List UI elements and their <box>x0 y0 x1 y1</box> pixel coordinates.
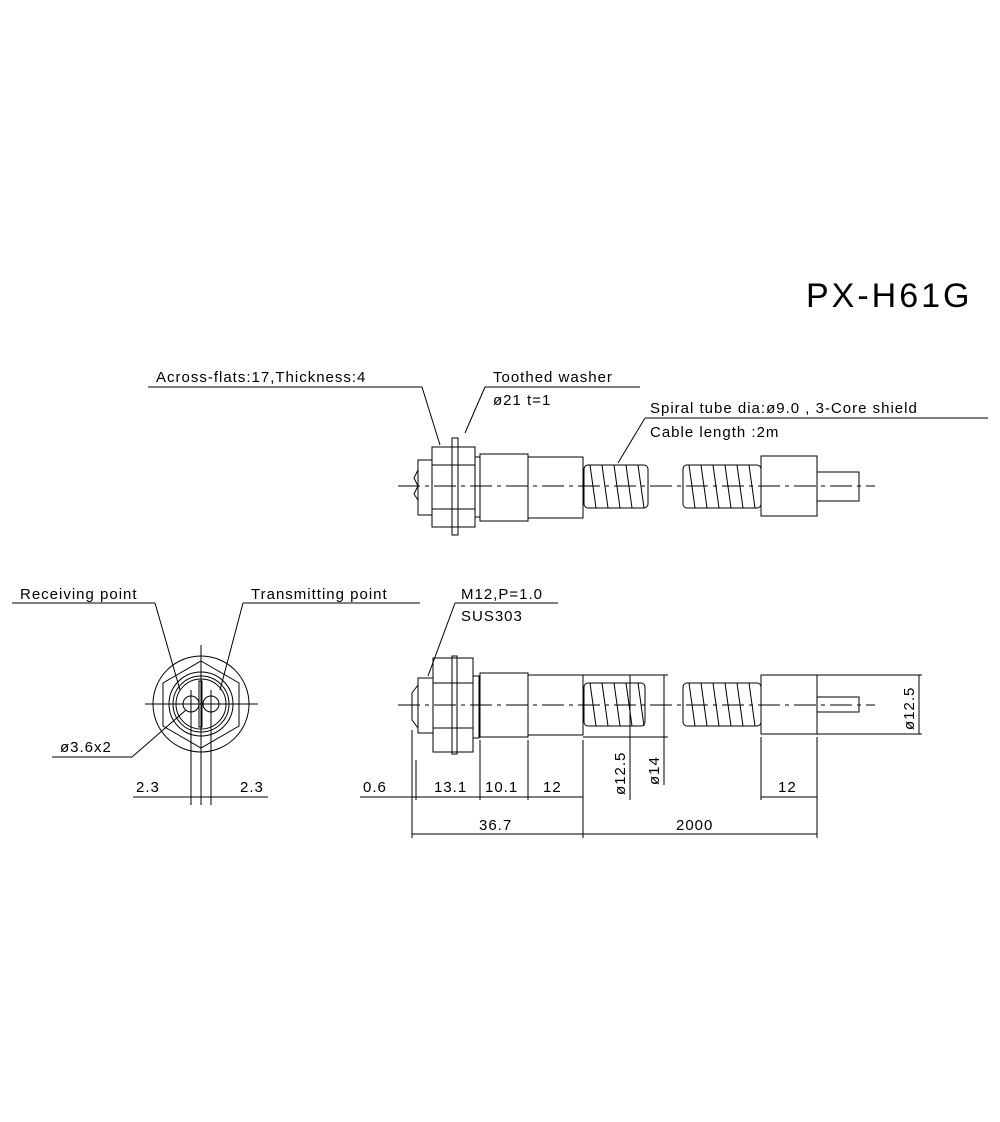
dim-left-2-3: 2.3 <box>136 779 160 796</box>
washer-title-label: Toothed washer <box>493 369 613 386</box>
spiral-tube-label: Spiral tube dia:ø9.0 , 3-Core shield <box>650 400 918 417</box>
side-view: Across-flats:17,Thickness:4 Toothed wash… <box>148 369 988 536</box>
transmitting-point-label: Transmitting point <box>251 586 388 603</box>
cable-length-label: Cable length :2m <box>650 424 779 441</box>
material-label: SUS303 <box>461 608 523 625</box>
dim-13-1: 13.1 <box>434 779 467 796</box>
front-view: Receiving point Transmitting point ø3.6x… <box>12 586 420 805</box>
dim-dia-14: ø14 <box>646 756 663 785</box>
dim-right-2-3: 2.3 <box>240 779 264 796</box>
dim-0-6: 0.6 <box>363 779 387 796</box>
washer-spec-label: ø21 t=1 <box>493 392 551 409</box>
dim-2000: 2000 <box>676 817 713 834</box>
receiving-point-label: Receiving point <box>20 586 138 603</box>
dim-12-a: 12 <box>543 779 562 796</box>
model-title: PX-H61G <box>806 277 973 315</box>
dim-dia-12-5-a: ø12.5 <box>612 752 629 795</box>
across-flats-label: Across-flats:17,Thickness:4 <box>156 369 366 386</box>
hole-dia-label: ø3.6x2 <box>60 739 112 756</box>
dim-12-b: 12 <box>778 779 797 796</box>
dim-10-1: 10.1 <box>485 779 518 796</box>
dimensioned-view: M12,P=1.0 SUS303 ø12.5 ø14 ø12.5 <box>360 586 922 838</box>
dim-dia-12-5-b: ø12.5 <box>901 687 918 730</box>
thread-label: M12,P=1.0 <box>461 586 543 603</box>
dim-36-7: 36.7 <box>479 817 512 834</box>
